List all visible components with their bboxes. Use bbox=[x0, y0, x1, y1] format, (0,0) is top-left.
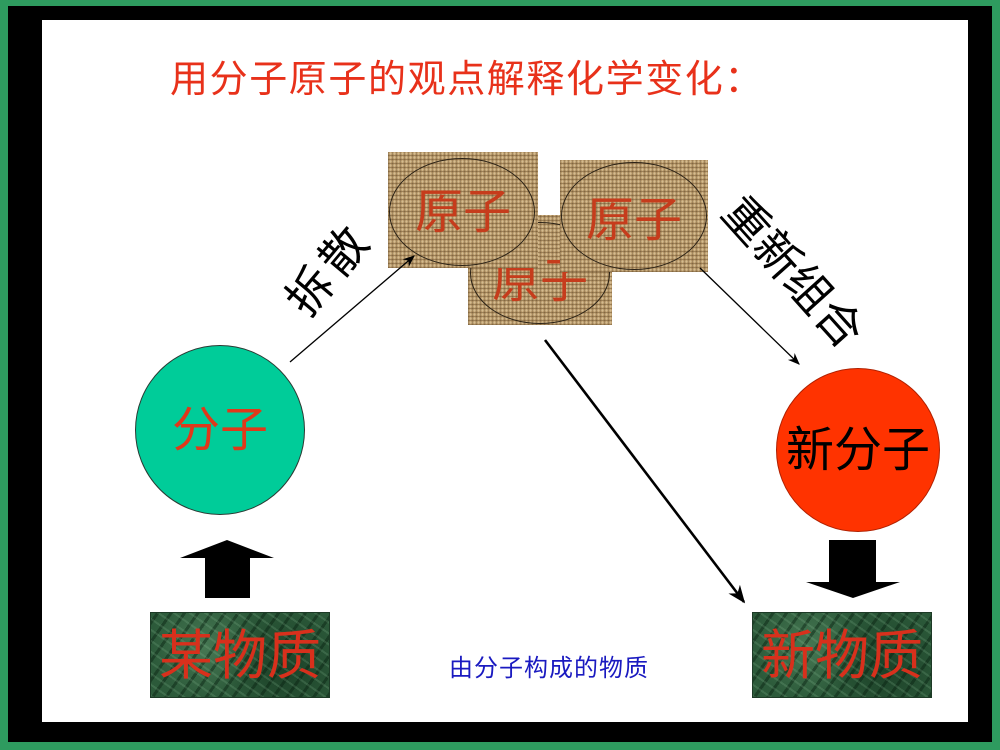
new-molecule-circle: 新分子 bbox=[776, 368, 940, 532]
atom-box-left: 原子 bbox=[388, 152, 538, 268]
new-substance-box: 新物质 bbox=[752, 612, 932, 698]
atom-ellipse bbox=[389, 158, 535, 266]
atom-label: 原子 bbox=[414, 184, 511, 240]
molecule-label: 分子 bbox=[171, 402, 268, 458]
atom-box-right: 原子 bbox=[560, 160, 708, 272]
down-block-arrow-icon bbox=[806, 540, 900, 598]
atom-label: 原子 bbox=[585, 192, 682, 248]
substance-box: 某物质 bbox=[150, 612, 330, 698]
new-molecule-label: 新分子 bbox=[785, 422, 930, 478]
split-arrow bbox=[289, 255, 415, 363]
molecule-circle: 分子 bbox=[135, 345, 305, 515]
up-block-arrow-icon bbox=[180, 540, 274, 598]
slide-title: 用分子原子的观点解释化学变化： bbox=[170, 57, 765, 101]
new-substance-label: 新物质 bbox=[761, 624, 923, 687]
atom-ellipse bbox=[561, 162, 707, 270]
caption-text: 由分子构成的物质 bbox=[449, 654, 649, 682]
atom-ellipse bbox=[470, 222, 610, 324]
substance-label: 某物质 bbox=[159, 624, 321, 687]
recombine-arrow bbox=[699, 267, 800, 365]
composition-arrow bbox=[543, 339, 746, 604]
